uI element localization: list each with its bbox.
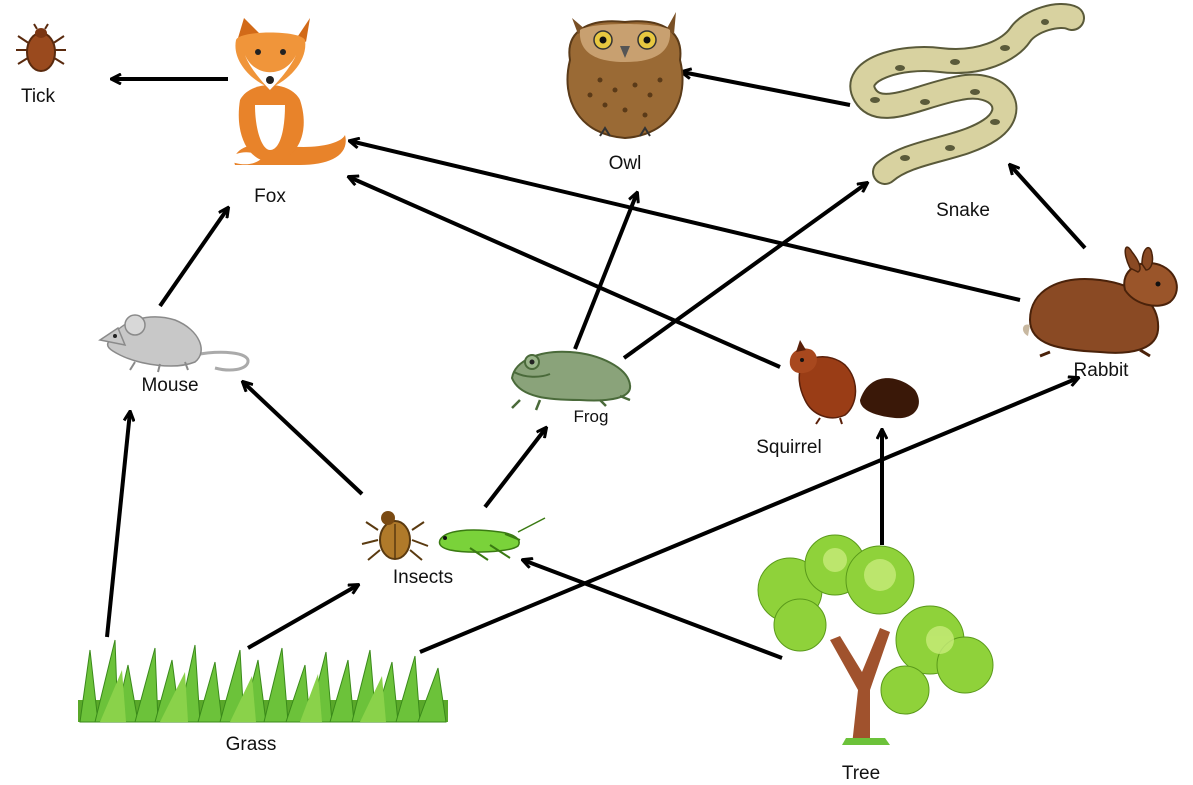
owl-label: Owl (609, 153, 642, 174)
snake-icon (862, 16, 1072, 172)
mouse-label: Mouse (141, 375, 198, 396)
rabbit-label: Rabbit (1074, 360, 1130, 381)
arrow-rabbit-to-snake (1010, 165, 1085, 248)
squirrel-label: Squirrel (756, 437, 821, 458)
arrow-grass-to-insects (248, 585, 358, 648)
node-mouse: Mouse (100, 315, 248, 396)
node-insects: Insects (362, 511, 545, 588)
grass-icon (78, 640, 448, 722)
arrow-mouse-to-fox (160, 208, 228, 306)
node-snake: Snake (862, 16, 1072, 221)
grass-label: Grass (226, 734, 277, 755)
tree-label: Tree (842, 763, 880, 784)
frog-icon (512, 352, 630, 410)
frog-label: Frog (574, 407, 609, 426)
rabbit-icon (1023, 247, 1177, 356)
node-tick: Tick (16, 24, 66, 107)
tick-label: Tick (21, 86, 56, 107)
owl-icon (567, 12, 682, 138)
tick-icon (16, 24, 66, 71)
node-tree: Tree (758, 535, 993, 784)
snake-label: Snake (936, 200, 990, 221)
arrow-tree-to-insects (523, 560, 782, 658)
node-rabbit: Rabbit (1023, 247, 1177, 381)
node-owl: Owl (567, 12, 682, 174)
tree-icon (758, 535, 993, 745)
arrow-snake-to-owl (682, 72, 850, 105)
arrow-frog-to-snake (624, 183, 867, 358)
node-squirrel: Squirrel (756, 340, 919, 458)
node-frog: Frog (512, 352, 630, 426)
arrow-insects-to-frog (485, 428, 546, 507)
insects-icon (362, 511, 545, 560)
node-grass: Grass (78, 640, 448, 755)
arrow-grass-to-mouse (107, 412, 130, 637)
insects-label: Insects (393, 567, 453, 588)
beetle-icon (362, 511, 428, 560)
fox-icon (228, 18, 346, 165)
squirrel-icon (790, 340, 919, 424)
grasshopper-icon (439, 518, 545, 560)
arrow-squirrel-to-fox (349, 177, 780, 367)
fox-label: Fox (254, 186, 286, 207)
node-fox: Fox (228, 18, 346, 207)
arrow-frog-to-owl (575, 193, 637, 349)
arrow-grass-to-rabbit (420, 378, 1078, 652)
mouse-icon (100, 315, 248, 372)
arrow-insects-to-mouse (243, 382, 362, 494)
